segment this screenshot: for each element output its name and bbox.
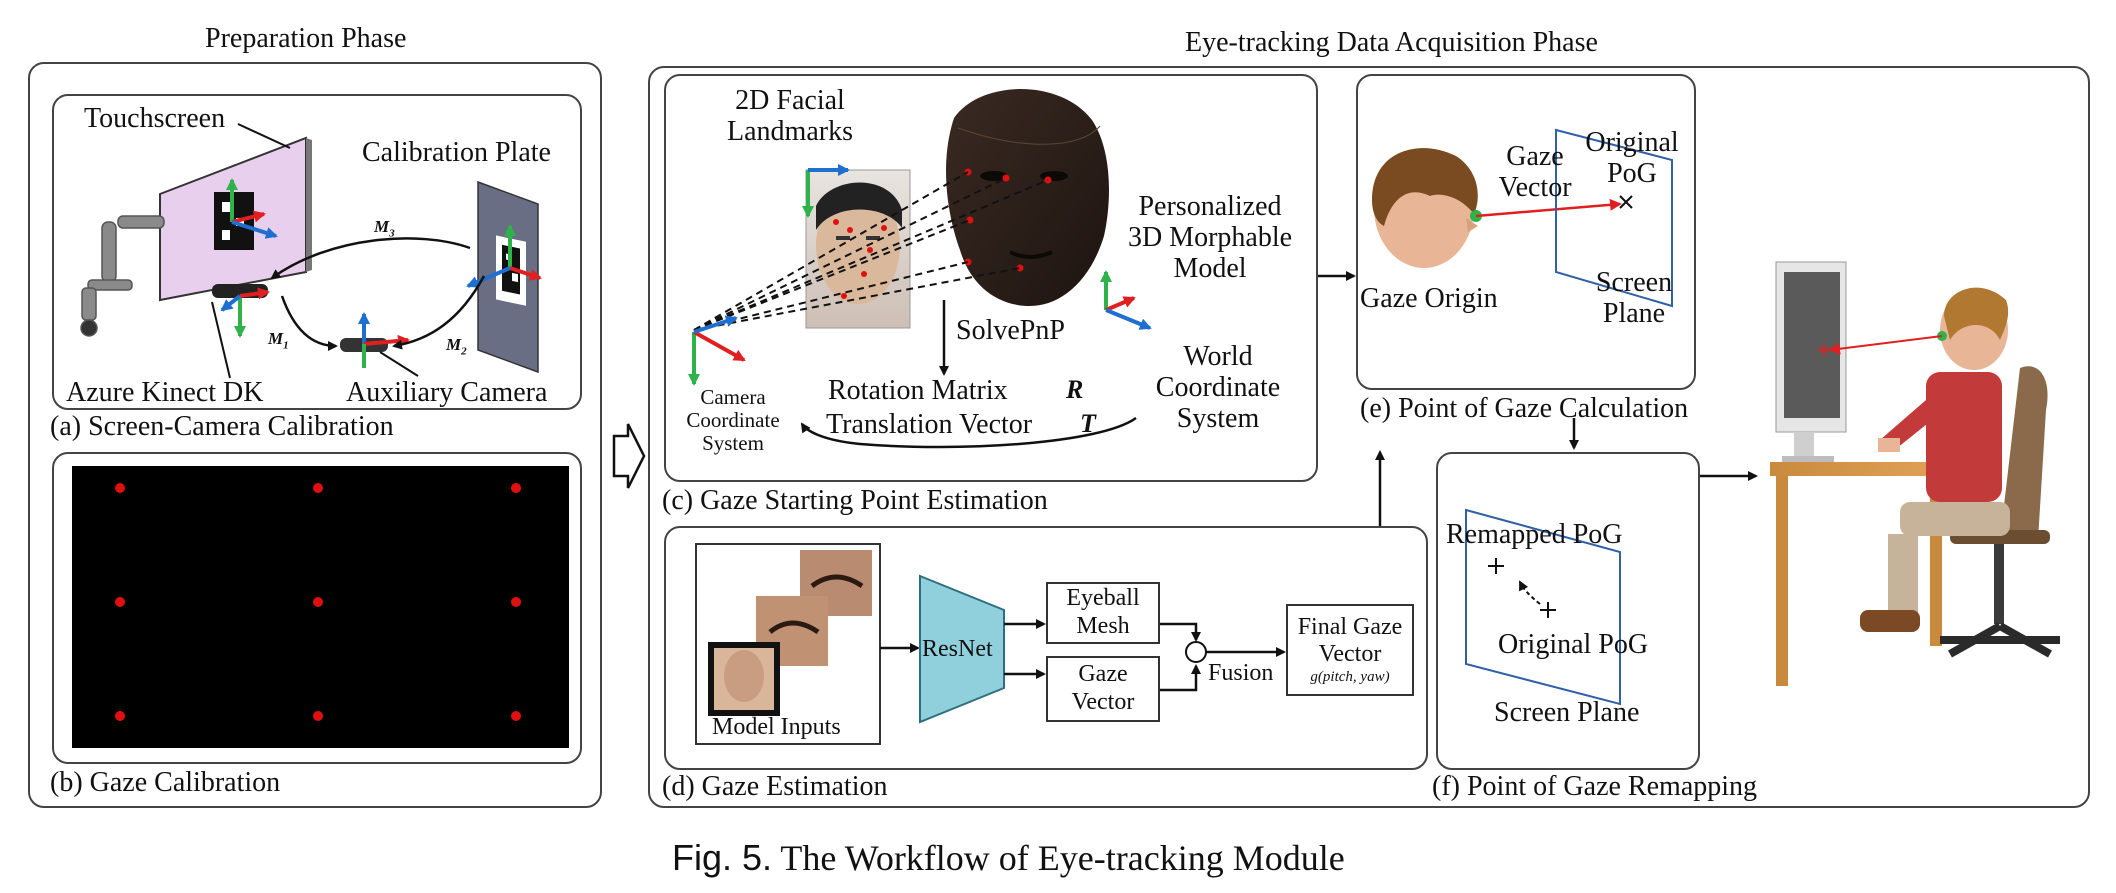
figure-number: Fig. 5.: [672, 837, 773, 878]
label-m3: M3: [374, 217, 395, 240]
panel-b-caption: (b) Gaze Calibration: [50, 767, 281, 798]
panel-a-caption: (a) Screen-Camera Calibration: [50, 411, 394, 442]
gaze-ray-scene: [1828, 335, 1943, 355]
panel-f-caption: (f) Point of Gaze Remapping: [1432, 771, 1758, 802]
calibration-plate: [477, 180, 539, 374]
child-at-computer-scene: [1770, 261, 2060, 686]
label-original-pog-f: Original PoG: [1498, 629, 1649, 660]
eye-patch-images: [708, 550, 872, 716]
label-fusion: Fusion: [1208, 660, 1274, 686]
figure-caption-text: The Workflow of Eye-tracking Module: [780, 838, 1345, 878]
label-calibration-plate: Calibration Plate: [362, 137, 551, 168]
gaze-formula: g(pitch, yaw): [1310, 668, 1390, 685]
screen-plane-f: [1465, 508, 1621, 706]
label-touchscreen: Touchscreen: [84, 103, 226, 134]
label-solvepnp: SolvePnP: [956, 315, 1065, 346]
remapped-pog-marker: [1488, 558, 1504, 574]
label-gaze-origin: Gaze Origin: [1360, 283, 1498, 314]
fusion-node[interactable]: [1185, 641, 1207, 663]
3d-face-mesh: [946, 89, 1109, 306]
calibration-screen: [72, 466, 569, 748]
label-m2: M2: [446, 335, 467, 358]
label-screen-plane-f: Screen Plane: [1494, 697, 1640, 728]
acquisition-phase-title: Eye-tracking Data Acquisition Phase: [1185, 27, 1598, 58]
label-auxiliary-camera: Auxiliary Camera: [346, 377, 548, 408]
label-remapped-pog: Remapped PoG: [1446, 519, 1623, 550]
label-r-symbol: R: [1066, 375, 1084, 404]
projection-rays: [693, 171, 1049, 331]
panel-c-caption: (c) Gaze Starting Point Estimation: [662, 485, 1048, 516]
preparation-phase-title: Preparation Phase: [205, 23, 407, 54]
label-translation-vector: Translation Vector: [826, 409, 1033, 440]
panel-d-caption: (d) Gaze Estimation: [662, 771, 888, 802]
monitor-arm: [80, 215, 165, 337]
label-model-inputs: Model Inputs: [712, 714, 841, 740]
label-azure-kinect: Azure Kinect DK: [66, 377, 264, 408]
gaze-calibration-points: [115, 483, 521, 721]
label-t-symbol: T: [1080, 409, 1096, 438]
screen-plane-e: [1555, 128, 1673, 308]
figure-caption: Fig. 5. The Workflow of Eye-tracking Mod…: [672, 838, 1345, 879]
original-pog-marker: [1540, 602, 1556, 618]
child-head-profile: [1372, 148, 1478, 268]
final-gaze-vector-box: Final Gaze Vector g(pitch, yaw): [1286, 604, 1414, 696]
label-rotation-matrix: Rotation Matrix: [828, 375, 1008, 406]
resnet-trapezoid: [919, 574, 1005, 724]
panel-f-point-of-gaze-remapping: [1436, 452, 1700, 770]
phase-transition-arrow: [612, 423, 646, 489]
panel-e-caption: (e) Point of Gaze Calculation: [1360, 393, 1689, 424]
label-resnet: ResNet: [922, 636, 993, 662]
label-m1: M1: [268, 329, 289, 352]
